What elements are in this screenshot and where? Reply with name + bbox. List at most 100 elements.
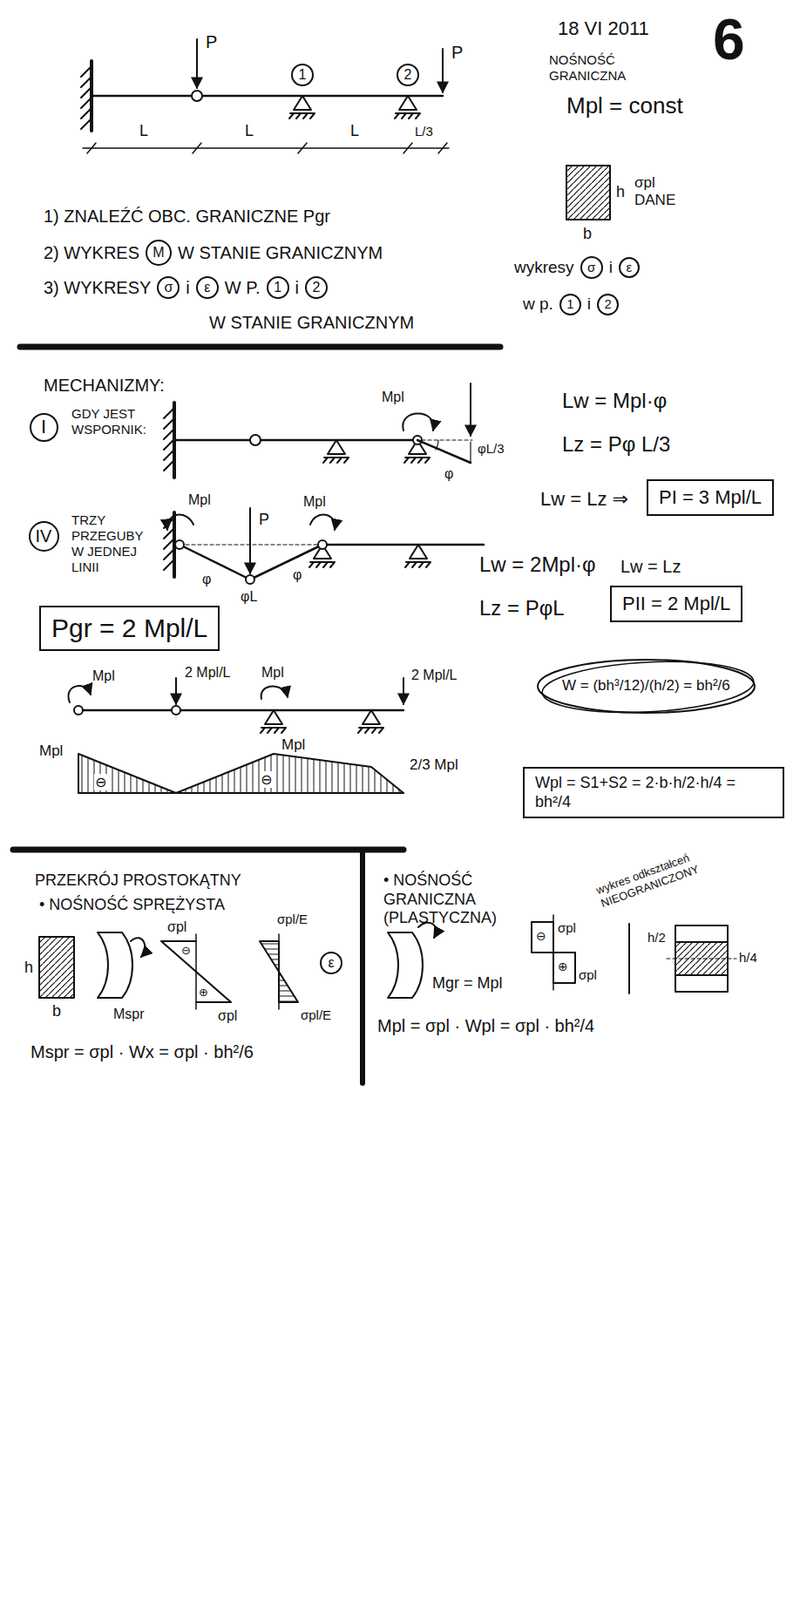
sign-symbol: ⊕	[557, 959, 569, 975]
callout-number: 2	[396, 63, 420, 87]
formula-text: Lw = Lz ⇒	[540, 488, 629, 511]
note-text: TRZY PRZEGUBY W JEDNEJ LINII	[71, 512, 159, 576]
callout-number: 2	[596, 293, 619, 316]
load-label: P	[205, 31, 217, 53]
circled-symbol: ε	[196, 276, 219, 299]
node-text: IV	[35, 525, 53, 547]
dimension-label: h	[24, 958, 34, 978]
callout-number: 1	[291, 63, 314, 87]
bent-element	[130, 937, 145, 957]
moment-arrow	[261, 685, 288, 699]
result-box: Pgr = 2 Mpl/L	[39, 605, 220, 651]
roller-support	[405, 544, 431, 568]
deflection-label: φL/3	[477, 440, 505, 457]
dimension-label: b	[52, 1002, 62, 1022]
fixed-wall	[81, 61, 92, 131]
moment-label: Mpl	[92, 667, 116, 685]
callout-number: 2	[305, 276, 328, 299]
heading-text: • NOŚNOŚĆ GRANICZNA (PLASTYCZNA)	[383, 871, 558, 929]
load-arrow	[441, 48, 444, 93]
circled-symbol: M	[145, 239, 172, 266]
bent-element	[97, 932, 145, 998]
load-arrow	[176, 677, 404, 705]
moment-value: 2/3 Mpl	[409, 756, 459, 774]
node-text: ε	[327, 954, 334, 971]
dimension-line	[87, 142, 448, 154]
roller-support	[260, 710, 384, 733]
cross-section	[39, 936, 75, 998]
ellipse-outline	[541, 657, 756, 719]
section-divider	[13, 847, 404, 854]
formula-text: Lw = Mpl·φ	[562, 388, 667, 414]
dimension-line	[82, 142, 449, 154]
formula-text: Lw = Lz	[620, 555, 681, 577]
dimension-label: h/4	[738, 949, 758, 966]
note-text: σpl DANE	[634, 174, 696, 211]
formula-text: Lz = Pφ L/3	[562, 432, 671, 458]
formula-text: Mgr = Mpl	[432, 974, 503, 994]
undeformed-line	[421, 439, 473, 441]
illustration	[13, 39, 737, 1084]
circled-symbol: ε	[319, 951, 343, 975]
dimension-label: L/3	[414, 123, 434, 140]
moment-label: Mpl	[303, 493, 326, 510]
dimension-label: b	[583, 224, 592, 245]
rotated-cantilever	[417, 440, 471, 463]
moment-diagram	[78, 753, 404, 794]
moment-arrow	[402, 413, 434, 432]
note-text: wykres odkształceń NIEOGRANICZONY	[594, 840, 727, 911]
node-text: ε	[626, 259, 633, 276]
cross-section	[675, 942, 728, 976]
roller-support	[394, 95, 421, 119]
dimension-label: h	[616, 183, 625, 203]
strain-diagram	[259, 941, 279, 972]
dimension-line	[82, 147, 449, 150]
plastic-hinge	[245, 575, 255, 584]
sign-symbol: ⊖	[535, 928, 547, 944]
moment-value: Mpl	[280, 736, 306, 754]
formula-text: Lw = 2Mpl·φ	[479, 552, 597, 578]
dimension-label: L	[139, 122, 149, 142]
hinge	[191, 90, 203, 102]
moment-arrow	[67, 685, 91, 703]
plastic-stress-diagram	[531, 922, 554, 953]
angle-label: φ	[292, 566, 302, 584]
circled-symbol: ε	[618, 257, 640, 278]
heading-text: PRZEKRÓJ PROSTOKĄTNY	[34, 871, 242, 891]
node-text: σ	[163, 278, 173, 296]
roller-support	[358, 710, 384, 733]
moment-value: Mpl	[39, 742, 63, 760]
mechanism-number: IV	[28, 521, 60, 552]
plastic-stress-diagram	[553, 952, 576, 984]
moment-label: Mpl	[261, 664, 285, 681]
task-text: i	[295, 277, 299, 299]
node-text: Wpl = S1+S2 = 2·b·h/2·h/4 = bh²/4	[535, 773, 773, 812]
cross-section	[675, 925, 728, 992]
note-text: w p.	[522, 294, 554, 315]
cross-section	[666, 925, 737, 992]
mechanism-number: I	[29, 413, 59, 442]
circled-symbol: σ	[580, 256, 604, 279]
moment-arrow	[310, 515, 335, 530]
section-divider	[359, 849, 366, 1084]
node-text: W = (bh³/12)/(h/2) = bh²/6	[562, 677, 731, 695]
load-label: P	[258, 510, 270, 530]
heading-text: NOŚNOŚĆ GRANICZNA	[549, 52, 650, 84]
load-arrow	[196, 39, 198, 89]
strain-axis	[628, 923, 631, 994]
angle-label: φ	[444, 465, 454, 482]
moment-label: Mpl	[188, 491, 211, 509]
fixed-wall	[81, 66, 92, 129]
task-text: 3) WYKRESY	[43, 277, 151, 299]
beam	[82, 709, 404, 712]
sign-symbol: ⊕	[198, 985, 209, 1000]
task-text: 1) ZNALEŹĆ OBC. GRANICZNE Pgr	[43, 205, 331, 227]
formula-box: Wpl = S1+S2 = 2·b·h/2·h/4 = bh²/4	[522, 766, 785, 819]
cross-section	[566, 165, 611, 220]
node-text: I	[40, 415, 47, 439]
sign-symbol: ⊖	[94, 773, 108, 791]
dimension-label: h/2	[647, 929, 666, 946]
formula-text: Lz = PφL	[479, 596, 565, 622]
dimension-label: L	[244, 122, 254, 142]
deflection-label: φL	[240, 588, 258, 605]
